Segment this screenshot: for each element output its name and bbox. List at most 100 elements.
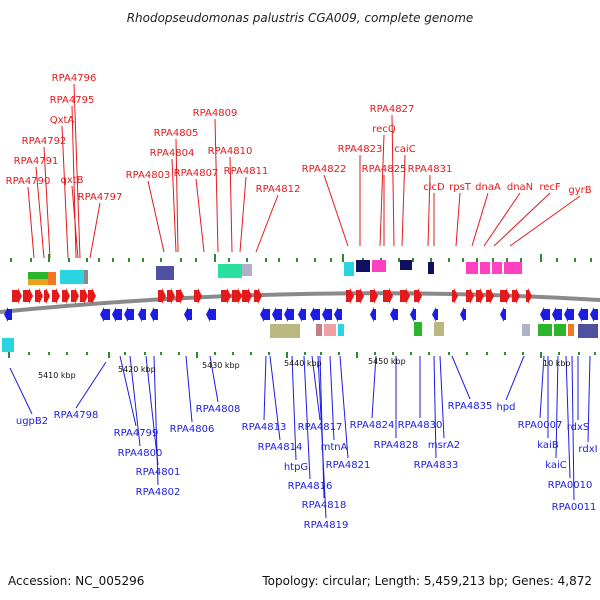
reverse-gene-arrow xyxy=(298,307,306,322)
bottom-gene-label: rdxI xyxy=(578,444,597,455)
bottom-leader-line xyxy=(209,355,219,403)
forward-gene-arrow xyxy=(466,288,474,304)
top-leader-line xyxy=(175,138,179,253)
reverse-gene-arrow xyxy=(552,307,562,322)
tick-top xyxy=(314,258,316,262)
tick-top xyxy=(68,258,70,262)
forward-gene-arrow xyxy=(452,288,458,304)
bottom-gene-label: RPA4798 xyxy=(54,410,99,421)
reverse-gene-arrow xyxy=(540,307,550,322)
tick-top xyxy=(48,254,50,262)
forward-gene-arrow xyxy=(383,288,393,304)
top-leader-line xyxy=(71,105,77,259)
reverse-gene-arrow xyxy=(124,307,134,322)
tick-top xyxy=(195,258,197,262)
bottom-leader-line xyxy=(587,355,591,443)
feature-box xyxy=(156,266,174,280)
feature-box xyxy=(2,338,14,352)
tick-bottom xyxy=(466,352,468,355)
reverse-gene-arrow xyxy=(578,307,588,322)
tick-top xyxy=(142,258,144,262)
tick-bottom xyxy=(86,352,88,355)
reverse-gene-arrow xyxy=(370,307,376,322)
feature-box xyxy=(270,324,286,338)
reverse-genes xyxy=(4,307,598,322)
bottom-leader-line xyxy=(311,355,321,421)
top-gene-label: RPA4827 xyxy=(370,104,415,115)
top-leader-line xyxy=(171,158,177,253)
feature-box xyxy=(578,324,598,338)
tick-top xyxy=(128,258,130,262)
feature-box xyxy=(48,272,56,285)
forward-gene-arrow xyxy=(80,288,88,304)
tick-bottom xyxy=(48,352,50,355)
tick-bottom xyxy=(28,352,30,355)
forward-gene-arrow xyxy=(62,288,70,304)
top-gene-label: caiC xyxy=(394,144,415,155)
tick-top xyxy=(180,258,182,262)
tick-bottom xyxy=(522,352,524,355)
top-gene-label: RPA4831 xyxy=(408,164,453,175)
bottom-gene-label: rdxS xyxy=(567,422,590,433)
top-leader-line xyxy=(391,114,395,247)
bottom-gene-label: hpd xyxy=(496,402,515,413)
forward-gene-arrow xyxy=(44,288,50,304)
tick-bottom xyxy=(214,352,216,355)
top-leader-line xyxy=(43,146,51,259)
forward-gene-arrow xyxy=(194,288,202,304)
forward-gene-arrow xyxy=(71,288,79,304)
forward-gene-arrow xyxy=(12,288,22,304)
top-gene-label: RPA4812 xyxy=(256,184,301,195)
feature-box xyxy=(28,272,48,279)
bottom-gene-label: RPA4800 xyxy=(118,448,163,459)
tick-bottom xyxy=(286,352,288,358)
feature-boxes xyxy=(2,260,598,352)
top-gene-label: RPA4811 xyxy=(224,166,269,177)
tick-bottom xyxy=(108,352,110,358)
kbp-label: 5450 kbp xyxy=(368,357,406,366)
tick-top xyxy=(265,258,267,262)
feature-box xyxy=(434,322,444,336)
top-leader-line xyxy=(255,194,279,253)
kbp-label: 10 kbp xyxy=(543,359,571,368)
feature-box xyxy=(504,262,522,274)
top-leader-lines xyxy=(27,83,581,259)
top-leader-line xyxy=(379,134,385,247)
feature-box xyxy=(218,264,242,278)
feature-box xyxy=(554,324,566,336)
reverse-gene-arrow xyxy=(150,307,158,322)
tick-bottom xyxy=(540,352,542,358)
forward-gene-arrow xyxy=(232,288,242,304)
tick-top xyxy=(506,258,508,262)
top-gene-label: RPA4803 xyxy=(126,170,171,181)
forward-gene-arrow xyxy=(88,288,96,304)
top-leader-line xyxy=(323,174,349,247)
bottom-gene-label: RPA4819 xyxy=(304,520,349,531)
reverse-gene-arrow xyxy=(390,307,398,322)
forward-gene-arrow xyxy=(476,288,484,304)
forward-gene-arrow xyxy=(414,288,422,304)
tick-top xyxy=(590,258,592,262)
top-leader-line xyxy=(229,156,233,253)
tick-bottom xyxy=(594,352,596,355)
tick-top xyxy=(476,258,478,262)
top-leader-line xyxy=(89,202,101,259)
tick-bottom xyxy=(356,352,358,358)
kbp-label: 5420 kbp xyxy=(118,365,156,374)
forward-genes xyxy=(12,288,532,304)
tick-bottom xyxy=(338,352,340,355)
forward-gene-arrow xyxy=(346,288,354,304)
bottom-gene-label: RPA4833 xyxy=(414,460,459,471)
top-gene-label: RPA4792 xyxy=(22,136,67,147)
bottom-gene-label: RPA4801 xyxy=(136,467,181,478)
tick-top xyxy=(520,258,522,262)
tick-top xyxy=(246,258,248,262)
tick-top xyxy=(330,258,332,262)
scale-ticks xyxy=(8,254,596,358)
forward-gene-arrow xyxy=(242,288,252,304)
bottom-leader-line xyxy=(571,355,575,501)
feature-box xyxy=(356,260,370,272)
bottom-leader-line xyxy=(185,355,193,423)
